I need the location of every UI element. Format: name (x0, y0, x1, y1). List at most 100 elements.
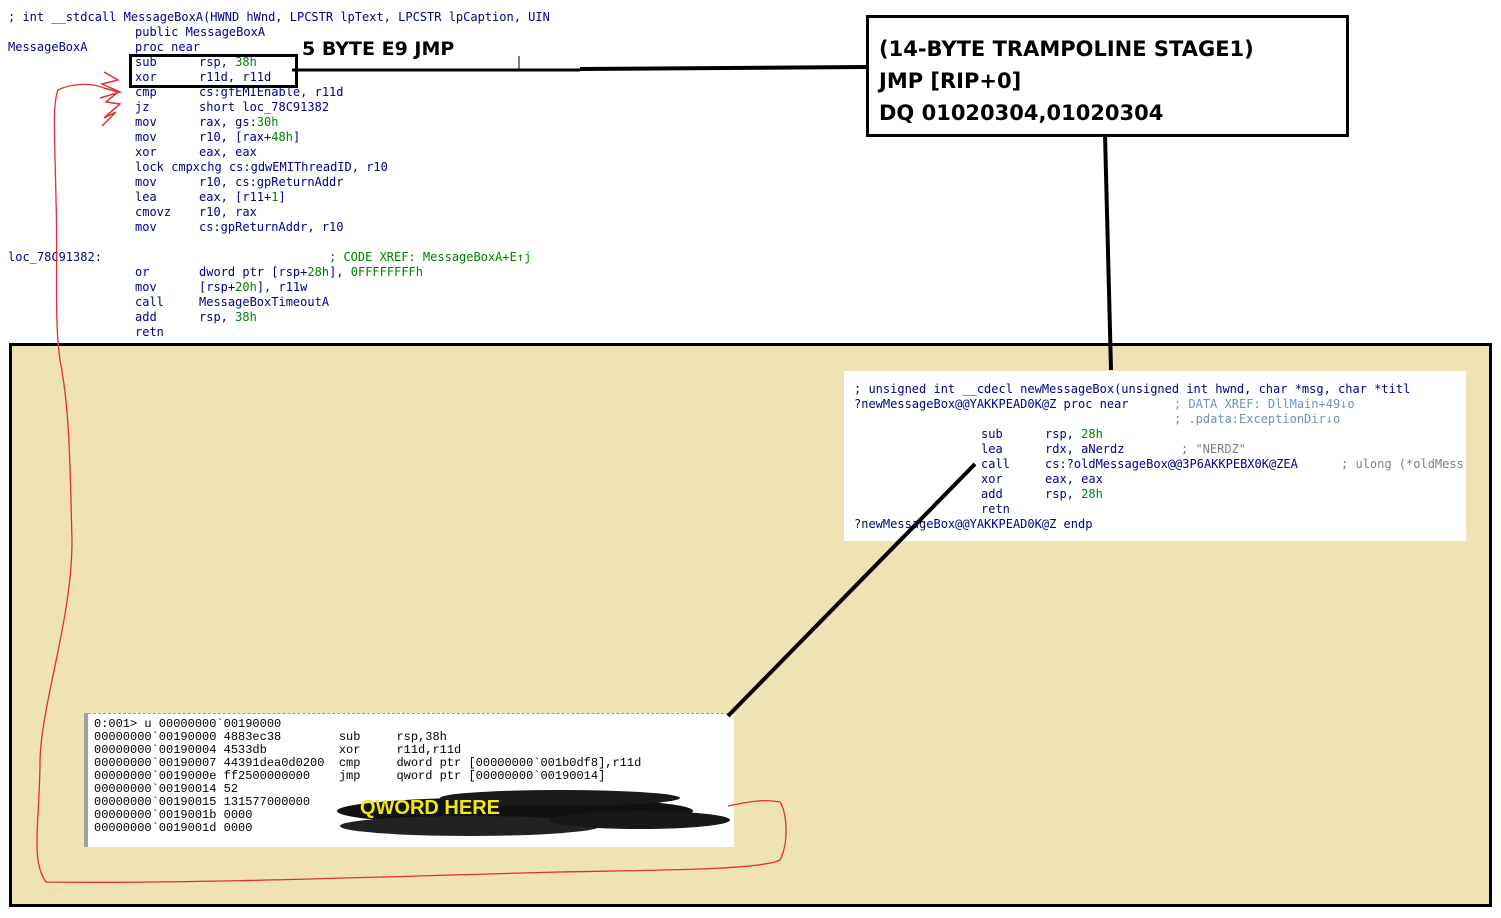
messageboxa-signature: ; int __stdcall MessageBoxA(HWND hWnd, L… (8, 10, 550, 24)
operands: cs:gdwEMIThreadID, r10 (228, 160, 388, 174)
mnemonic: sub (135, 55, 157, 69)
mnemonic: call (135, 295, 164, 309)
instruction-line[interactable]: mov[rsp+20h], r11w (135, 280, 307, 295)
qword-label: QWORD HERE (360, 797, 500, 819)
mnemonic: cmovz (135, 205, 172, 219)
immediate-value: 28h (307, 265, 330, 279)
windbg-line: 00000000`00190007 44391dea0d0200 cmp dwo… (94, 756, 642, 770)
connector-windbg-to-newfunc (726, 462, 977, 718)
proc-near: proc near (135, 40, 201, 54)
connector-note-to-newfunc (1103, 133, 1113, 371)
instruction-line[interactable]: mov r10, cs:gpReturnAddr (135, 175, 344, 190)
immediate-value: 30h (256, 115, 279, 129)
new-func-endp: ?newMessageBox@@YAKKPEAD0K@Z endp (854, 517, 1093, 531)
new-messagebox-listing: ; unsigned int __cdecl newMessageBox(uns… (844, 371, 1466, 541)
mnemonic: or (135, 265, 150, 279)
operands: eax, [r11+ (199, 190, 272, 204)
jmp-annotation: 5 BYTE E9 JMP (302, 38, 455, 60)
windbg-line: 0:001> u 00000000`00190000 (94, 717, 282, 731)
instruction-line[interactable]: lea rdx, aNerdz ; "NERDZ" (981, 442, 1246, 457)
operands: rdx, aNerdz (1045, 442, 1125, 456)
mnemonic: call (981, 457, 1010, 471)
immediate-value: 38h (235, 55, 257, 69)
return-flow-arrow (36, 83, 787, 883)
public-declaration: public MessageBoxA (135, 25, 266, 39)
operands: rax, gs: (199, 115, 257, 129)
windbg-line: 00000000`00190000 4883ec38 sub rsp,38h (94, 730, 447, 744)
windbg-line: 00000000`00190004 4533db xor r11d,r11d (94, 743, 462, 757)
instruction-line[interactable]: call MessageBoxTimeoutA (135, 295, 329, 310)
code-xref-comment[interactable]: ; CODE XREF: MessageBoxA+E↑j (329, 250, 532, 264)
trampoline-dq: DQ 01020304,01020304 (879, 101, 1164, 125)
mnemonic: cmp (135, 85, 157, 99)
instruction-comment: ; "NERDZ" (1181, 442, 1247, 456)
mnemonic: mov (135, 115, 157, 129)
new-func-proc[interactable]: ?newMessageBox@@YAKKPEAD0K@Z proc near (854, 397, 1129, 411)
immediate-value: 38h (235, 310, 257, 324)
mnemonic: lock cmpxchg (135, 160, 222, 174)
instruction-line[interactable]: xor r11d, r11d (135, 70, 271, 85)
connector-jmp-to-note-2 (579, 65, 867, 71)
operand-tail: ] (292, 130, 301, 144)
mnemonic: xor (135, 70, 157, 84)
mnemonic: retn (981, 502, 1010, 516)
operands: MessageBoxTimeoutA (199, 295, 330, 309)
instruction-line[interactable]: lock cmpxchg cs:gdwEMIThreadID, r10 (135, 160, 388, 175)
operands: [rsp+ (199, 280, 236, 294)
data-xref-comment[interactable]: ; DATA XREF: DllMain+49↓o (1174, 397, 1355, 411)
loc-label[interactable]: loc_78C91382: (8, 250, 102, 264)
operands: rsp, (199, 310, 236, 324)
trampoline-note: (14-BYTE TRAMPOLINE STAGE1) JMP [RIP+0] … (866, 15, 1349, 137)
mnemonic: add (981, 487, 1003, 501)
function-label[interactable]: MessageBoxA (8, 40, 88, 54)
operands: cs:gfEMIEnable, r11d (199, 85, 344, 99)
mnemonic: mov (135, 220, 157, 234)
instruction-line[interactable]: mov rax, gs:30h (135, 115, 278, 130)
operands: eax, eax (1045, 472, 1103, 486)
arrowhead-scribble-2 (99, 71, 123, 99)
mnemonic: add (135, 310, 157, 324)
new-func-signature: ; unsigned int __cdecl newMessageBox(uns… (854, 382, 1411, 396)
mnemonic: retn (135, 325, 164, 339)
operands: eax, eax (199, 145, 257, 159)
windbg-line: 00000000`0019000e ff2500000000 jmp qword… (94, 769, 606, 783)
mnemonic: mov (135, 175, 157, 189)
mnemonic: mov (135, 130, 157, 144)
immediate-value: 48h (271, 130, 293, 144)
instruction-line[interactable]: add rsp, 38h (135, 310, 257, 325)
instruction-line[interactable]: retn (135, 325, 199, 340)
operands: dword ptr [rsp+ (199, 265, 308, 279)
operands: r10, cs:gpReturnAddr (199, 175, 344, 189)
mnemonic: lea (135, 190, 157, 204)
instruction-line[interactable]: or dword ptr [rsp+28h], 0FFFFFFFFh (135, 265, 423, 280)
operand-tail: ], (329, 265, 351, 279)
operands: r11d, r11d (199, 70, 272, 84)
trampoline-jmp: JMP [RIP+0] (879, 69, 1022, 93)
immediate-value: 0FFFFFFFFh (350, 265, 423, 279)
instruction-line[interactable]: jz short loc_78C91382 (135, 100, 329, 115)
instruction-line[interactable]: retn (981, 502, 1045, 517)
mnemonic: jz (135, 100, 150, 114)
mnemonic: lea (981, 442, 1003, 456)
messageboxa-listing: ; int __stdcall MessageBoxA(HWND hWnd, L… (0, 0, 1501, 340)
pdata-xref-comment[interactable]: ; .pdata:ExceptionDir↓o (1174, 412, 1341, 426)
operands: rsp, (1045, 487, 1082, 501)
windbg-line: 00000000`00190015 131577000000 (94, 795, 311, 809)
immediate-value: 1 (271, 190, 279, 204)
operands: rsp, (1045, 427, 1082, 441)
mnemonic: xor (981, 472, 1003, 486)
windbg-line: 00000000`00190014 52 (94, 782, 239, 796)
instruction-line[interactable]: cmp cs:gfEMIEnable, r11d (135, 85, 344, 100)
instruction-line[interactable]: xor eax, eax (981, 472, 1103, 487)
operands: short loc_78C91382 (199, 100, 330, 114)
